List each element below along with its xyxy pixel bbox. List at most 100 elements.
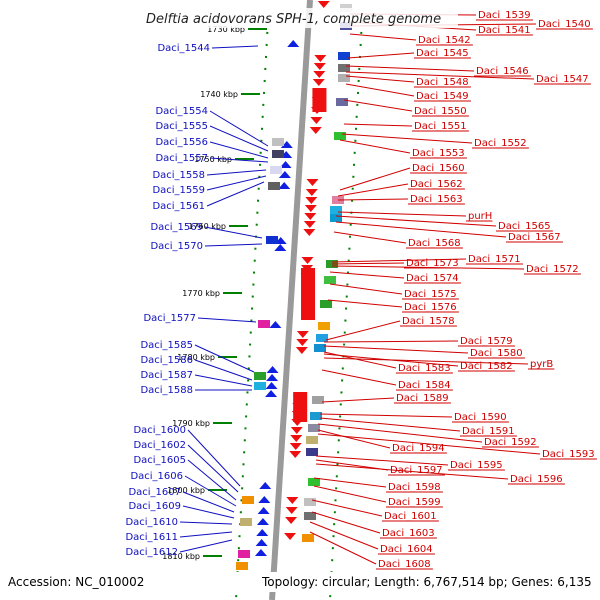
right-gene-label: Daci_1594 <box>392 443 445 454</box>
right-leader-line <box>345 71 535 80</box>
left-leader-line <box>206 181 265 207</box>
kbp-mark-label: 1750 kbp <box>194 155 232 164</box>
left-leader-line <box>187 429 241 487</box>
gene-feature-box <box>258 320 270 328</box>
forward-gene-arrow <box>280 141 293 148</box>
right-gene-label: Daci_1575 <box>404 289 457 300</box>
reverse-gene-arrow <box>286 497 299 504</box>
left-gene-label: Daci_1605 <box>133 455 186 466</box>
forward-gene-arrow <box>259 482 272 489</box>
right-gene-label: Daci_1573 <box>406 258 459 269</box>
right-gene-label: Daci_1599 <box>388 497 441 508</box>
kbp-mark-label: 1780 kbp <box>177 353 215 362</box>
right-gene-label: Daci_1539 <box>478 10 531 21</box>
kbp-mark-label: 1730 kbp <box>207 25 245 34</box>
left-dotted-track <box>235 19 269 600</box>
genome-backbone <box>269 0 313 600</box>
left-gene-labels: Daci_1544Daci_1554Daci_1555Daci_1556Daci… <box>125 43 210 558</box>
gene-feature-box <box>272 150 284 158</box>
reverse-gene-arrow <box>289 451 302 458</box>
right-leader-line <box>329 283 403 295</box>
right-leader-line <box>317 429 391 449</box>
forward-strand-genes <box>254 40 300 556</box>
right-leader-line <box>335 221 507 238</box>
gene-feature-box <box>314 344 326 352</box>
reverse-gene-block <box>301 268 316 320</box>
left-leader-line <box>194 374 253 387</box>
right-gene-label: Daci_1568 <box>408 238 461 249</box>
left-leader-line <box>182 505 235 519</box>
right-leader-line <box>309 521 379 550</box>
reverse-gene-arrow <box>295 347 308 354</box>
left-leader-line <box>206 169 267 176</box>
right-leader-line <box>329 271 405 279</box>
right-leader-line <box>311 511 381 534</box>
forward-gene-arrow <box>255 539 268 546</box>
reverse-gene-arrow <box>301 257 314 264</box>
left-leader-line <box>204 226 263 239</box>
title-backdrop <box>140 8 458 28</box>
left-leader-line <box>187 459 237 501</box>
right-gene-label: Daci_1576 <box>404 302 457 313</box>
right-gene-label: purH <box>468 211 492 222</box>
right-leader-line <box>323 357 529 365</box>
forward-gene-arrow <box>257 507 270 514</box>
reverse-gene-arrow <box>303 221 316 228</box>
left-gene-label: Daci_1588 <box>140 385 193 396</box>
left-gene-label: Daci_1600 <box>133 425 186 436</box>
left-gene-label: Daci_1610 <box>125 517 178 528</box>
forward-gene-arrow <box>269 321 282 328</box>
left-gene-label: Daci_1609 <box>128 501 181 512</box>
reverse-gene-arrow <box>314 55 327 62</box>
gene-feature-box <box>320 300 332 308</box>
gene-feature-box <box>338 52 350 60</box>
left-gene-label: Daci_1606 <box>130 471 183 482</box>
reverse-gene-arrow <box>289 443 302 450</box>
forward-gene-arrow <box>287 40 300 47</box>
right-leader-line <box>337 198 409 201</box>
left-gene-label: Daci_1569 <box>150 222 203 233</box>
left-gene-label: Daci_1607 <box>128 487 181 498</box>
right-gene-label: Daci_1598 <box>388 482 441 493</box>
forward-gene-arrow <box>265 390 278 397</box>
right-gene-label: Daci_1547 <box>536 74 589 85</box>
left-leader-line <box>179 531 233 538</box>
right-leader-line <box>345 83 415 97</box>
left-gene-label: Daci_1586 <box>140 355 193 366</box>
right-gene-label: Daci_1601 <box>384 511 437 522</box>
right-leader-line <box>347 52 415 59</box>
gene-feature-box <box>268 182 280 190</box>
kbp-mark-label: 1740 kbp <box>200 90 238 99</box>
reverse-gene-arrow <box>313 63 326 70</box>
left-leader-line <box>209 141 269 159</box>
gene-feature-box <box>238 550 250 558</box>
right-gene-label: Daci_1560 <box>412 163 465 174</box>
label-leader-lines <box>179 13 597 570</box>
gene-feature-box <box>316 334 328 342</box>
left-leader-line <box>184 475 237 507</box>
right-gene-label: Daci_1591 <box>462 426 515 437</box>
kbp-mark-label: 1790 kbp <box>172 419 210 428</box>
right-gene-label: Daci_1590 <box>454 412 507 423</box>
gene-feature-box <box>318 322 330 330</box>
left-gene-label: Daci_1559 <box>152 185 205 196</box>
left-leader-line <box>194 359 253 381</box>
gene-feature-box <box>308 478 320 486</box>
right-leader-line <box>337 211 467 217</box>
gene-feature-box <box>330 214 342 222</box>
right-gene-label: Daci_1546 <box>476 66 529 77</box>
gene-feature-box <box>236 562 248 570</box>
kbp-mark-label: 1760 kbp <box>188 222 226 231</box>
kbp-mark-label: 1810 kbp <box>162 552 200 561</box>
right-leader-line <box>315 463 509 480</box>
reverse-gene-arrow <box>310 117 323 124</box>
right-leader-line <box>331 258 467 263</box>
left-leader-line <box>182 491 235 513</box>
right-leader-line <box>311 499 383 517</box>
gene-feature-box <box>270 166 282 174</box>
right-gene-label: Daci_1542 <box>418 35 471 46</box>
left-leader-line <box>197 317 257 323</box>
left-gene-label: Daci_1556 <box>155 137 208 148</box>
gene-feature-box <box>338 74 350 82</box>
